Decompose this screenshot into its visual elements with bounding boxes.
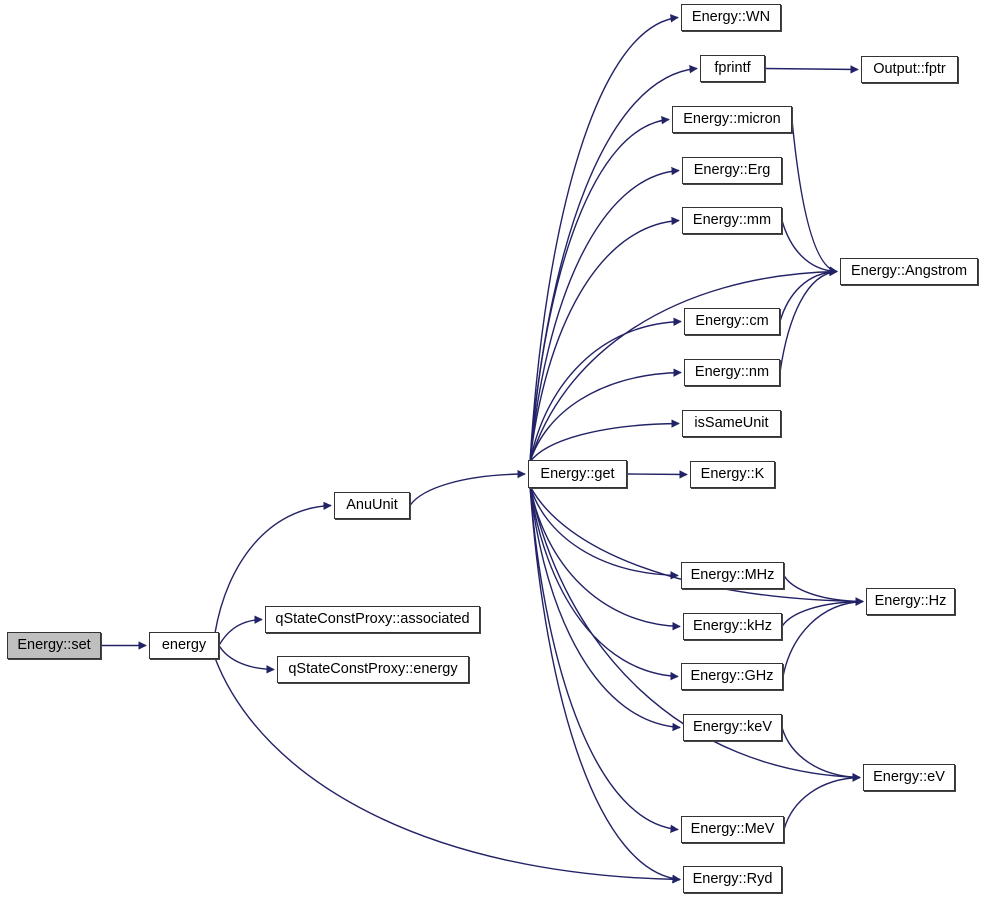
graph-edge-get-to-mm	[529, 216, 680, 463]
graph-node-mm[interactable]: Energy::mm	[682, 207, 782, 234]
graph-node-kev[interactable]: Energy::keV	[683, 714, 782, 741]
graph-node-erg[interactable]: Energy::Erg	[682, 157, 782, 184]
graph-edge-get-to-issameunit	[529, 419, 680, 463]
graph-node-label: isSameUnit	[694, 415, 769, 432]
graph-node-label: Energy::nm	[694, 364, 770, 381]
graph-edge-get-to-cm	[529, 317, 682, 463]
graph-edge-fprintf-to-fptr	[764, 65, 859, 74]
graph-edge-get-to-k	[626, 470, 688, 479]
graph-node-label: Energy::kHz	[693, 618, 772, 635]
graph-edge-kev-to-ev	[781, 727, 861, 782]
graph-edge-get-to-nm	[529, 368, 682, 463]
graph-edge-energy-to-ryd	[214, 657, 681, 884]
graph-node-assoc[interactable]: qStateConstProxy::associated	[265, 606, 480, 633]
graph-node-label: qStateConstProxy::associated	[275, 611, 470, 628]
graph-edge-mev-to-ev	[783, 773, 861, 830]
graph-node-label: Energy::Angstrom	[850, 263, 968, 280]
graph-node-mhz[interactable]: Energy::MHz	[681, 562, 784, 589]
graph-node-label: Energy::GHz	[690, 668, 774, 685]
graph-edge-get-to-kev	[529, 485, 681, 732]
graph-edge-cm-to-angstrom	[779, 267, 838, 322]
graph-edge-get-to-micron	[529, 116, 670, 463]
graph-edge-get-to-erg	[529, 166, 680, 463]
graph-node-ghz[interactable]: Energy::GHz	[681, 663, 783, 690]
graph-node-label: Energy::Erg	[693, 162, 771, 179]
graph-node-qenergy[interactable]: qStateConstProxy::energy	[277, 656, 469, 683]
graph-node-set[interactable]: Energy::set	[7, 632, 101, 659]
edges-group	[101, 14, 864, 884]
graph-node-wn[interactable]: Energy::WN	[681, 4, 781, 31]
graph-edge-anuunit-to-get	[409, 469, 526, 506]
graph-node-label: Energy::mm	[692, 212, 772, 229]
graph-edge-khz-to-hz	[781, 597, 864, 627]
graph-node-label: Energy::micron	[683, 111, 781, 128]
graph-node-ryd[interactable]: Energy::Ryd	[683, 866, 782, 893]
graph-node-cm[interactable]: Energy::cm	[684, 308, 780, 335]
graph-node-nm[interactable]: Energy::nm	[684, 359, 780, 386]
graph-edge-energy-to-assoc	[218, 615, 263, 646]
graph-edge-mhz-to-hz	[783, 575, 864, 606]
graph-edge-get-to-wn	[529, 14, 679, 463]
graph-node-hz[interactable]: Energy::Hz	[866, 588, 955, 615]
graph-node-ev[interactable]: Energy::eV	[863, 764, 955, 791]
graph-edge-nm-to-angstrom	[779, 267, 838, 373]
graph-node-fptr[interactable]: Output::fptr	[861, 56, 958, 83]
graph-node-angstrom[interactable]: Energy::Angstrom	[840, 258, 978, 285]
graph-node-label: energy	[161, 637, 207, 654]
graph-node-label: Energy::K	[700, 466, 765, 483]
graph-node-issameunit[interactable]: isSameUnit	[682, 410, 781, 437]
graph-node-label: Energy::keV	[693, 719, 772, 736]
graph-edge-get-to-khz	[529, 485, 681, 631]
graph-edge-energy-to-qenergy	[218, 645, 275, 674]
graph-node-label: AnuUnit	[346, 497, 398, 514]
graph-node-label: Energy::set	[17, 637, 91, 654]
graph-node-label: Energy::WN	[691, 9, 771, 26]
graph-node-energy[interactable]: energy	[149, 632, 219, 659]
graph-node-get[interactable]: Energy::get	[528, 460, 627, 488]
graph-node-label: fprintf	[714, 60, 751, 77]
graph-edge-get-to-ghz	[529, 485, 679, 681]
graph-node-label: Energy::eV	[873, 769, 945, 786]
graph-node-fprintf[interactable]: fprintf	[700, 55, 765, 82]
graph-node-micron[interactable]: Energy::micron	[672, 106, 792, 133]
graph-node-label: Energy::Ryd	[692, 871, 773, 888]
graph-node-anuunit[interactable]: AnuUnit	[334, 492, 410, 519]
graph-edge-get-to-mhz	[529, 485, 679, 580]
graph-edge-ghz-to-hz	[782, 597, 864, 677]
graph-node-label: Energy::MeV	[690, 821, 775, 838]
graph-node-label: Energy::MHz	[690, 567, 775, 584]
graph-node-label: Energy::cm	[695, 313, 769, 330]
graph-node-label: Energy::Hz	[874, 593, 947, 610]
graph-edge-get-to-ryd	[529, 485, 681, 883]
graph-edge-get-to-mev	[529, 485, 679, 834]
graph-node-mev[interactable]: Energy::MeV	[681, 816, 784, 843]
graph-edge-mm-to-angstrom	[781, 220, 838, 276]
graph-node-k[interactable]: Energy::K	[690, 461, 775, 488]
graph-node-label: qStateConstProxy::energy	[288, 661, 458, 678]
graph-node-label: Energy::get	[540, 465, 615, 482]
graph-node-label: Output::fptr	[873, 61, 946, 78]
graph-edge-micron-to-angstrom	[791, 119, 838, 275]
graph-node-khz[interactable]: Energy::kHz	[683, 613, 782, 640]
